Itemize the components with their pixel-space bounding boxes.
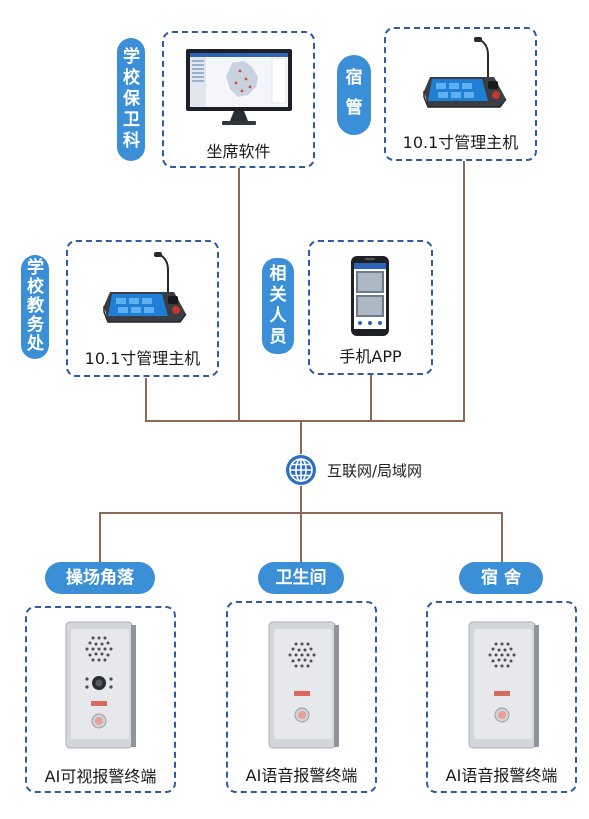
link-phone [370, 375, 372, 422]
tag-academic-office: 学校教务处 [21, 255, 49, 359]
academic-host-label: 10.1寸管理主机 [84, 349, 201, 368]
toilet-terminal-label: AI语音报警终端 [245, 766, 358, 785]
dormitory-terminal-label: AI语音报警终端 [445, 766, 558, 785]
tag-dormitory: 宿 舍 [459, 562, 543, 594]
voice-alarm-terminal-icon [468, 621, 539, 749]
tag-academic-office-text: 学校教务处 [27, 258, 44, 354]
playground-terminal-label: AI可视报警终端 [44, 767, 157, 786]
console-icon [423, 37, 507, 108]
tag-security-office: 学校保卫科 [117, 38, 145, 161]
node-mobile-app: 手机APP [308, 240, 433, 375]
node-dormitory-terminal: AI语音报警终端 [426, 601, 577, 793]
globe-icon [286, 455, 316, 485]
tag-security-office-text: 学校保卫科 [123, 47, 140, 151]
link-academic-host [145, 378, 147, 422]
tag-related-staff-text: 相关人员 [269, 264, 287, 347]
node-playground-terminal: AI可视报警终端 [25, 606, 176, 793]
video-alarm-terminal-icon [65, 621, 136, 749]
console-icon [103, 252, 187, 323]
node-academic-host: 10.1寸管理主机 [66, 240, 219, 377]
tag-dorm-manager: 宿管 [337, 55, 371, 135]
tag-playground-corner: 操场角落 [45, 562, 155, 594]
seat-software-label: 坐席软件 [206, 142, 271, 161]
mobile-app-label: 手机APP [339, 347, 402, 366]
top-bus [145, 420, 465, 422]
link-toilet [300, 512, 302, 562]
link-dormitory [501, 512, 503, 562]
network-down-link [300, 486, 302, 513]
tag-related-staff: 相关人员 [262, 258, 294, 354]
link-software [238, 167, 240, 422]
node-seat-software: 坐席软件 [162, 31, 315, 168]
network-label: 互联网/局域网 [327, 462, 423, 480]
network-up-link [300, 420, 302, 454]
dorm-host-label: 10.1寸管理主机 [402, 133, 519, 152]
link-playground [99, 512, 101, 562]
phone-icon [351, 256, 389, 336]
node-dorm-host: 10.1寸管理主机 [384, 27, 537, 161]
link-dorm-host [463, 160, 465, 422]
voice-alarm-terminal-icon [268, 621, 339, 749]
tag-toilet: 卫生间 [258, 562, 344, 594]
monitor-icon [186, 49, 292, 125]
node-toilet-terminal: AI语音报警终端 [226, 601, 377, 793]
tag-dorm-manager-text: 宿管 [345, 68, 363, 118]
